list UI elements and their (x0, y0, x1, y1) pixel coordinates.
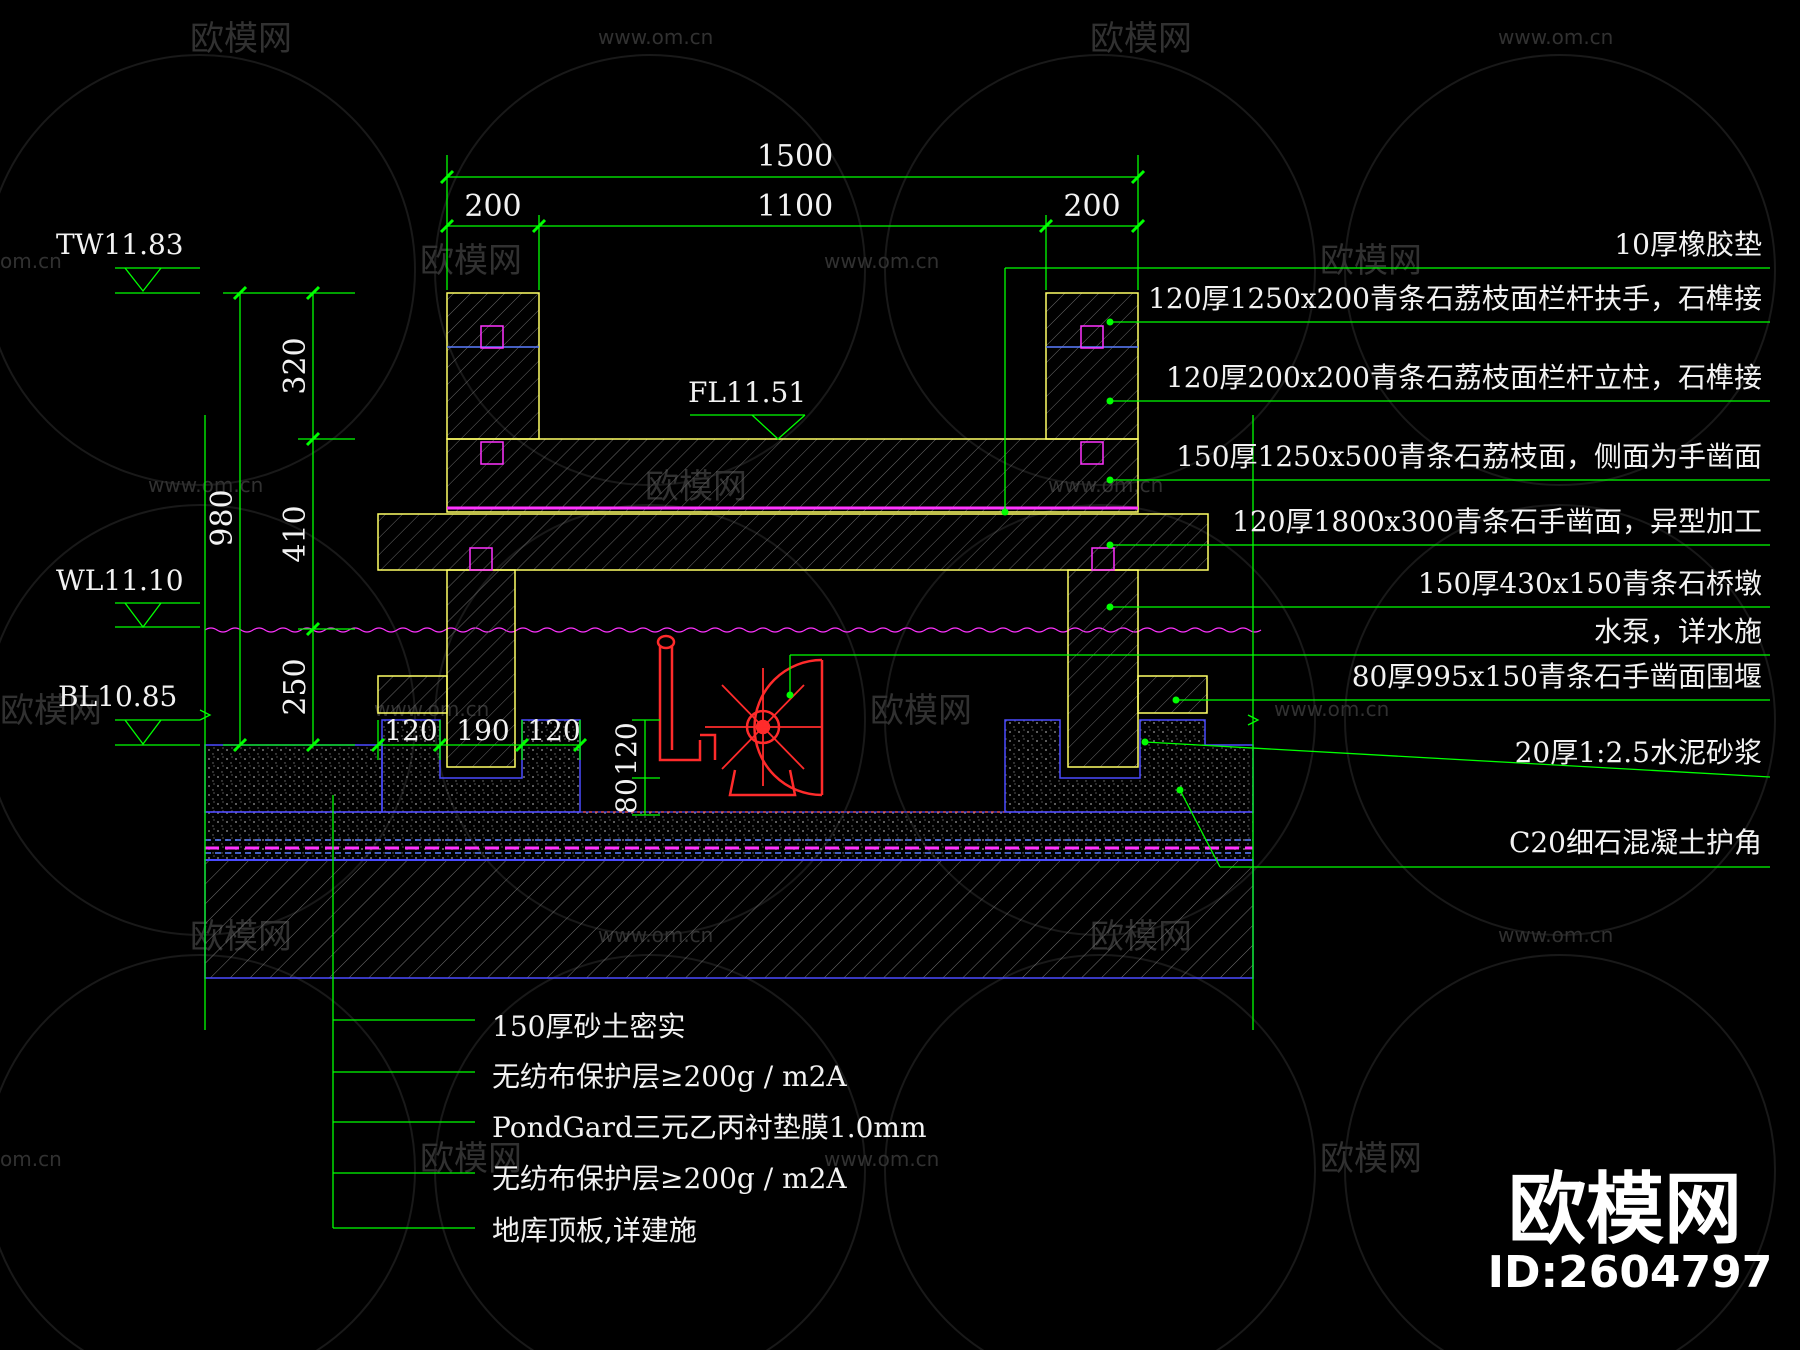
dim-top-mid: 1100 (757, 189, 833, 224)
watermark-brand: 欧模网 (0, 691, 102, 731)
right-pier (1067, 569, 1139, 768)
callout-epdm-liner: PondGard三元乙丙衬垫膜1.0mm (492, 1111, 927, 1144)
callout-geotextile-1: 无纺布保护层≥200g / m2A (492, 1060, 847, 1093)
dim-pump-80: 80 (610, 778, 643, 814)
right-weir (1137, 675, 1208, 714)
watermark-url-partial: om.cn (0, 1147, 62, 1171)
dim-top-right: 200 (1063, 189, 1120, 224)
callout-post: 120厚200x200青条石荔枝面栏杆立柱，石榫接 (1166, 361, 1762, 394)
callout-sand-soil: 150厚砂土密实 (492, 1010, 685, 1043)
left-weir (377, 675, 448, 714)
right-post (1045, 292, 1139, 440)
level-labels: TW11.83 FL11.51 WL11.10 BL10.85 (56, 228, 806, 713)
dim-v-410: 410 (278, 505, 313, 562)
dim-bottom-120-right: 120 (527, 714, 580, 747)
dimension-lines (115, 155, 1771, 1229)
callouts-right: 10厚橡胶垫 120厚1250x200青条石荔枝面栏杆扶手，石榫接 120厚20… (1148, 228, 1762, 859)
left-pier (446, 569, 516, 768)
ground-layers (204, 627, 1262, 979)
dim-v-total: 980 (205, 489, 240, 546)
watermark-url: www.om.cn (148, 473, 263, 497)
slab-layer (204, 859, 1254, 979)
tenon-marks (469, 325, 1115, 571)
callout-rubber-pad: 10厚橡胶垫 (1614, 228, 1762, 261)
watermark-brand: 欧模网 (420, 241, 522, 281)
watermark-brand: 欧模网 (1320, 241, 1422, 281)
dim-top-left: 200 (464, 189, 521, 224)
dim-bottom-190: 190 (456, 714, 509, 747)
dimension-text: 1500 200 1100 200 980 320 410 250 120 19… (205, 139, 1121, 814)
watermark-brand: 欧模网 (190, 19, 292, 59)
watermark-brand: 欧模网 (870, 691, 972, 731)
brand-block: 欧模网 ID:2604797 (1488, 1165, 1773, 1298)
watermark-url-partial: om.cn (0, 249, 62, 273)
watermark-url: www.om.cn (598, 25, 713, 49)
watermark-url: www.om.cn (824, 1147, 939, 1171)
bridge-structure (377, 292, 1209, 768)
callout-deck-slab: 150厚1250x500青条石荔枝面，侧面为手凿面 (1176, 440, 1762, 473)
level-tw: TW11.83 (56, 228, 184, 261)
callout-mortar: 20厚1:2.5水泥砂浆 (1515, 736, 1762, 769)
callout-wide-beam: 120厚1800x300青条石手凿面，异型加工 (1232, 505, 1762, 538)
callout-geotextile-2: 无纺布保护层≥200g / m2A (492, 1162, 847, 1195)
watermark-url: www.om.cn (1498, 923, 1613, 947)
dim-v-320: 320 (278, 337, 313, 394)
callout-pier: 150厚430x150青条石桥墩 (1418, 567, 1762, 600)
left-post (446, 292, 540, 440)
level-fl: FL11.51 (688, 376, 806, 409)
deck-slab (446, 438, 1139, 513)
level-wl: WL11.10 (56, 564, 184, 597)
wide-beam (377, 513, 1209, 571)
watermark-url: www.om.cn (1274, 697, 1389, 721)
dim-bottom-120-left: 120 (384, 714, 437, 747)
dim-v-250: 250 (278, 658, 313, 715)
watermark-url: www.om.cn (1498, 25, 1613, 49)
callout-weir: 80厚995x150青条石手凿面围堰 (1352, 660, 1762, 693)
callout-handrail: 120厚1250x200青条石荔枝面栏杆扶手，石榫接 (1148, 282, 1762, 315)
brand-logo-text: 欧模网 (1508, 1165, 1742, 1255)
watermark-url: www.om.cn (824, 249, 939, 273)
level-bl: BL10.85 (58, 680, 177, 713)
watermark-brand: 欧模网 (1320, 1139, 1422, 1179)
watermark-brand: 欧模网 (420, 1139, 522, 1179)
dim-top-total: 1500 (757, 139, 833, 174)
brand-id: ID:2604797 (1488, 1247, 1773, 1298)
water-pump (656, 634, 824, 797)
dim-pump-120: 120 (610, 722, 643, 775)
callouts-bottom: 150厚砂土密实 无纺布保护层≥200g / m2A PondGard三元乙丙衬… (492, 1010, 927, 1247)
watermark-brand: 欧模网 (1090, 19, 1192, 59)
callout-basement-roof: 地库顶板,详建施 (492, 1214, 697, 1247)
callout-concrete-corner: C20细石混凝土护角 (1509, 826, 1762, 859)
callout-pump: 水泵，详水施 (1594, 615, 1762, 648)
